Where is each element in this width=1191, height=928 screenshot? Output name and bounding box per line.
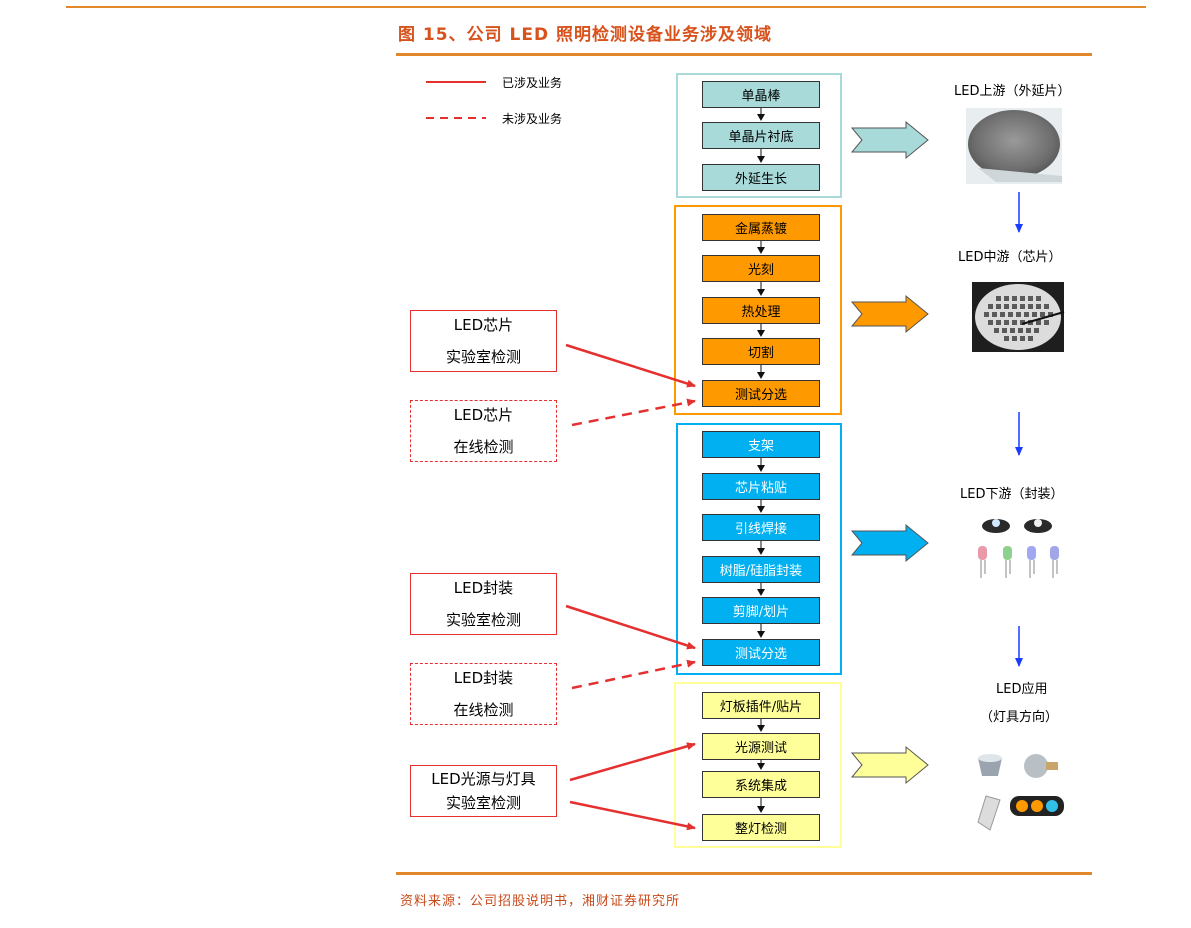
step-wire-bonding: 引线焊接 [702,514,820,541]
group-application [674,682,842,848]
step-chip-test-sorting: 测试分选 [702,380,820,407]
step-metal-evaporation: 金属蒸镀 [702,214,820,241]
stage-application-sublabel: （灯具方向） [980,710,1059,725]
inspection-line2: 实验室检测 [445,348,521,366]
stage-application-label: LED应用 [996,682,1048,697]
stage-upstream-label: LED上游（外延片） [954,84,1071,99]
inspection-chip-lab: LED芯片 实验室检测 [410,310,557,372]
step-bracket: 支架 [702,431,820,458]
step-light-source-test: 光源测试 [702,733,820,760]
inspection-line1: LED封装 [453,579,514,597]
group-downstream [676,423,842,675]
step-wafer-substrate: 单晶片衬底 [702,122,820,149]
stage-block-arrows [850,120,929,785]
inspection-line1: LED芯片 [453,406,514,424]
legend-not-involved: 未涉及业务 [502,112,563,126]
luminaire-image [977,754,1064,831]
inspection-chip-online: LED芯片 在线检测 [410,400,557,462]
stage-midstream-label: LED中游（芯片） [958,250,1062,265]
inspection-package-lab: LED封装 实验室检测 [410,573,557,635]
inspection-line1: LED封装 [453,669,514,687]
figure-source: 资料来源：公司招股说明书，湘财证券研究所 [400,894,681,909]
group-upstream [676,73,842,198]
step-die-attach: 芯片粘贴 [702,473,820,500]
step-photolithography: 光刻 [702,255,820,282]
chip-wafer-image [972,282,1065,352]
figure-title: 图 15、公司 LED 照明检测设备业务涉及领域 [398,25,772,45]
step-heat-treatment: 热处理 [702,297,820,324]
step-package-test-sorting: 测试分选 [702,639,820,666]
step-system-integration: 系统集成 [702,771,820,798]
legend-lines [426,81,486,119]
packaged-led-image [978,519,1059,578]
legend: 已涉及业务 未涉及业务 [424,72,594,128]
step-board-assembly: 灯板插件/贴片 [702,692,820,719]
footer-rule [396,872,1092,875]
inspection-line1: LED芯片 [453,316,514,334]
inspection-line2: 在线检测 [453,438,514,456]
top-rule [66,6,1146,8]
step-cutting: 切割 [702,338,820,365]
step-trim-dicing: 剪脚/划片 [702,597,820,624]
inspection-line2: 在线检测 [453,701,514,719]
legend-involved: 已涉及业务 [502,76,563,90]
inspection-line1: LED光源与灯具 [431,770,536,788]
step-single-crystal-rod: 单晶棒 [702,81,820,108]
group-midstream [674,205,842,415]
stage-downstream-label: LED下游（封装） [960,487,1064,502]
title-rule [396,53,1092,56]
inspection-package-online: LED封装 在线检测 [410,663,557,725]
step-epitaxial-growth: 外延生长 [702,164,820,191]
inspection-connectors [565,343,696,831]
step-resin-encapsulation: 树脂/硅脂封装 [702,556,820,583]
step-luminaire-test: 整灯检测 [702,814,820,841]
wafer-image [966,108,1062,184]
inspection-luminaire-lab: LED光源与灯具 实验室检测 [410,765,557,817]
inspection-line2: 实验室检测 [445,611,521,629]
inspection-line2: 实验室检测 [445,794,521,812]
